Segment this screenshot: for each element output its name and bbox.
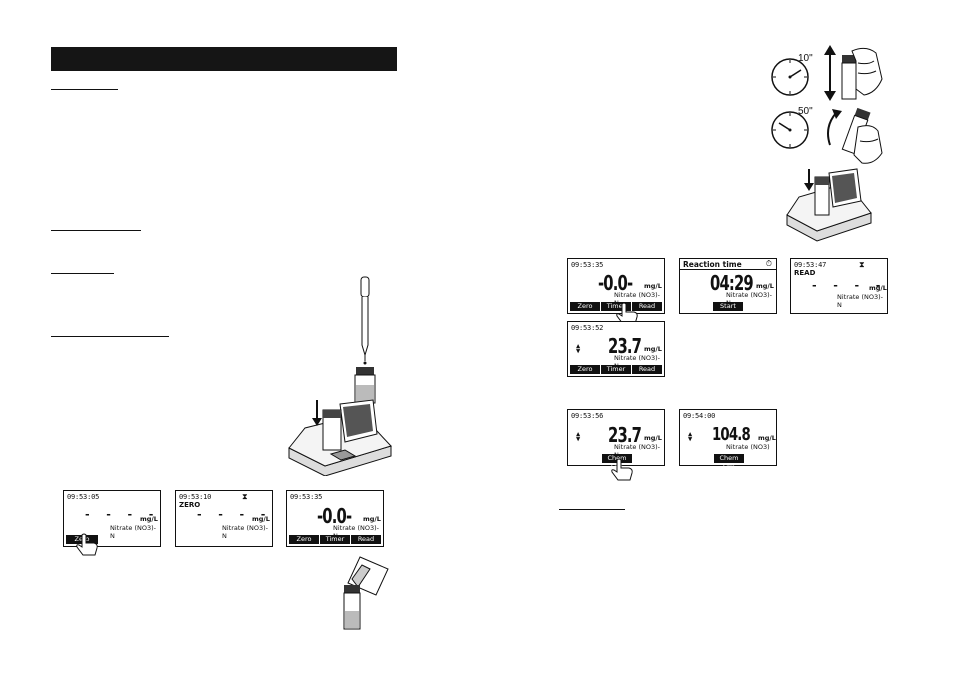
meter-screen-reaction-time: Reaction time ⏱ 04:29 mg/L Nitrate (NO3)…	[679, 258, 777, 314]
screen-state: READ	[794, 269, 816, 277]
up-down-arrows-icon: ▲▼	[576, 342, 581, 355]
pointing-hand-icon	[616, 302, 638, 325]
screen-unit: mg/L	[644, 434, 662, 442]
read-softkey[interactable]: Read	[632, 302, 662, 311]
screen-time: 09:53:47	[794, 261, 827, 269]
screen-time: 09:53:56	[571, 412, 604, 420]
meter-insert-vial-illustration-2	[786, 168, 872, 242]
meter-screen-chem-form-2: 09:54:00 ▲▼ 104.8 mg/L Nitrate (NO3) Che…	[679, 409, 777, 471]
softkey-row: Zero Timer Read	[570, 365, 662, 374]
meter-screen-3: 09:53:35 -0.0- mg/L Nitrate (NO3)-N Zero…	[286, 490, 384, 547]
screen-parameter: Nitrate (NO3)-N	[110, 524, 157, 540]
up-down-arrows-icon: ▲▼	[688, 430, 693, 443]
hourglass-icon: ⧗	[242, 492, 248, 501]
zero-softkey[interactable]: Zero	[570, 302, 600, 311]
screen-value: -0.0-	[598, 271, 633, 295]
screen-unit: mg/L	[758, 434, 776, 442]
timer-icon: ⏱	[765, 259, 772, 268]
screen-time: 09:53:35	[571, 261, 604, 269]
meter-screen-read: 09:53:47 ⧗ READ - - - - mg/L Nitrate (NO…	[790, 258, 888, 314]
timer-softkey[interactable]: Timer	[601, 302, 631, 311]
clock-10-seconds-illustration	[771, 58, 809, 96]
softkey-row: Zero Timer Read	[570, 302, 662, 311]
screen-unit: mg/L	[756, 282, 774, 290]
screen-header: Reaction time ⏱	[680, 259, 776, 270]
heading-rule-1	[51, 89, 118, 90]
screen-time: 09:53:10	[179, 493, 212, 501]
pointing-hand-icon	[611, 458, 633, 481]
softkey-row: Zero Timer Read	[289, 535, 381, 544]
section-header-bar	[51, 47, 397, 71]
read-softkey[interactable]: Read	[632, 365, 662, 374]
heading-rule-5	[559, 509, 625, 510]
screen-state: ZERO	[179, 501, 201, 509]
zero-softkey[interactable]: Zero	[570, 365, 600, 374]
screen-unit: mg/L	[252, 515, 270, 523]
clock-50-seconds-label: 50"	[798, 106, 813, 117]
wipe-vial-illustration	[343, 556, 389, 630]
screen-unit: mg/L	[644, 345, 662, 353]
screen-value: 104.8	[712, 424, 751, 445]
screen-dashes: - - - -	[811, 279, 886, 292]
read-softkey[interactable]: Read	[351, 535, 381, 544]
zero-softkey[interactable]: Zero	[289, 535, 319, 544]
screen-parameter: Nitrate (NO3)-N	[222, 524, 269, 540]
screen-parameter: Nitrate (NO3)	[726, 443, 770, 451]
meter-screen-2: 09:53:10 ⧗ ZERO - - - - mg/L Nitrate (NO…	[175, 490, 273, 547]
screen-time: 09:54:00	[683, 412, 716, 420]
screen-unit: mg/L	[363, 515, 381, 523]
clock-50-seconds-illustration	[771, 111, 809, 149]
countdown-value: 04:29	[710, 271, 754, 295]
screen-dashes: - - - -	[84, 508, 159, 521]
screen-time: 09:53:05	[67, 493, 100, 501]
clock-10-seconds-label: 10"	[798, 53, 813, 64]
meter-screen-result-1: 09:53:52 ▲▼ 23.7 mg/L Nitrate (NO3)-N Ze…	[567, 321, 665, 377]
pointing-hand-icon	[76, 533, 98, 556]
meter-screen-4: 09:53:35 -0.0- mg/L Nitrate (NO3)-N Zero…	[567, 258, 665, 314]
screen-time: 09:53:35	[290, 493, 323, 501]
invert-vial-illustration	[827, 107, 883, 164]
hourglass-icon: ⧗	[859, 260, 865, 269]
meter-screen-chem-form-1: 09:53:56 ▲▼ 23.7 mg/L Nitrate (NO3)-N Ch…	[567, 409, 665, 471]
screen-value: -0.0-	[317, 504, 352, 528]
chem-form-softkey[interactable]: Chem Frm	[714, 454, 744, 471]
pipette-vial-illustration	[354, 276, 376, 404]
heading-rule-2	[51, 230, 141, 231]
shake-vial-vertical-illustration	[824, 45, 883, 101]
screen-unit: mg/L	[644, 282, 662, 290]
screen-unit: mg/L	[140, 515, 158, 523]
screen-time: 09:53:52	[571, 324, 604, 332]
start-softkey[interactable]: Start	[713, 302, 743, 311]
meter-screen-1: 09:53:05 - - - - mg/L Nitrate (NO3)-N Ze…	[63, 490, 161, 547]
heading-rule-3	[51, 273, 114, 274]
screen-value: 23.7	[608, 334, 642, 358]
timer-softkey[interactable]: Timer	[320, 535, 350, 544]
reaction-time-title: Reaction time	[683, 260, 742, 269]
softkey-row: Start	[682, 302, 774, 311]
screen-unit: mg/L	[869, 284, 887, 292]
meter-insert-vial-illustration-1	[288, 399, 392, 476]
screen-parameter: Nitrate (NO3)-N	[837, 293, 884, 309]
timer-softkey[interactable]: Timer	[601, 365, 631, 374]
screen-value: 23.7	[608, 423, 642, 447]
screen-dashes: - - - -	[196, 508, 271, 521]
up-down-arrows-icon: ▲▼	[576, 430, 581, 443]
heading-rule-4	[51, 336, 169, 337]
